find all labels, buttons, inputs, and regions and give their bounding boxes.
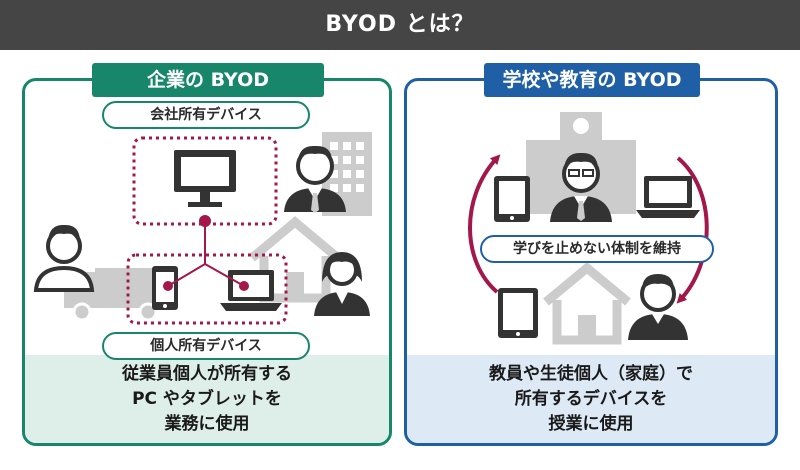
company-device-group — [132, 136, 278, 226]
student-icon — [628, 274, 688, 340]
device-connector — [167, 221, 245, 287]
cycle-arrow-icon — [468, 154, 501, 294]
tablet-icon — [498, 288, 538, 338]
laptop-icon — [220, 270, 282, 311]
personal-device-group — [126, 253, 288, 325]
learning-continuity-label: 学びを止めない体制を維持 — [480, 235, 714, 263]
businesswoman-icon — [314, 252, 370, 316]
education-footer-line: 教員や生徒個人（家庭）で — [489, 363, 693, 384]
teacher-icon — [550, 152, 612, 222]
connector-node — [163, 215, 249, 291]
education-footer-line: 所有するデバイスを — [514, 388, 668, 409]
businessman-icon — [284, 145, 346, 213]
corporate-footer-line: 従業員個人が所有する — [122, 363, 292, 384]
personal-device-label: 個人所有デバイス — [102, 332, 310, 360]
title-bar: BYOD とは？ — [0, 0, 800, 50]
corporate-footer-line: PC やタブレットを — [132, 388, 282, 409]
corporate-heading: 企業の BYOD — [92, 63, 324, 97]
company-device-label: 会社所有デバイス — [102, 101, 310, 129]
cycle-arrow-icon — [676, 156, 709, 304]
laptop-icon — [636, 176, 700, 218]
monitor-icon — [174, 150, 236, 207]
man-icon — [33, 224, 95, 292]
tablet-icon — [494, 176, 530, 222]
house-icon — [543, 262, 631, 345]
education-footer-line: 授業に使用 — [548, 413, 634, 434]
education-footer: 教員や生徒個人（家庭）で 所有するデバイスを 授業に使用 — [407, 355, 775, 443]
education-heading: 学校や教育の BYOD — [484, 63, 700, 97]
corporate-footer-line: 業務に使用 — [164, 413, 250, 434]
corporate-footer: 従業員個人が所有する PC やタブレットを 業務に使用 — [25, 355, 389, 443]
